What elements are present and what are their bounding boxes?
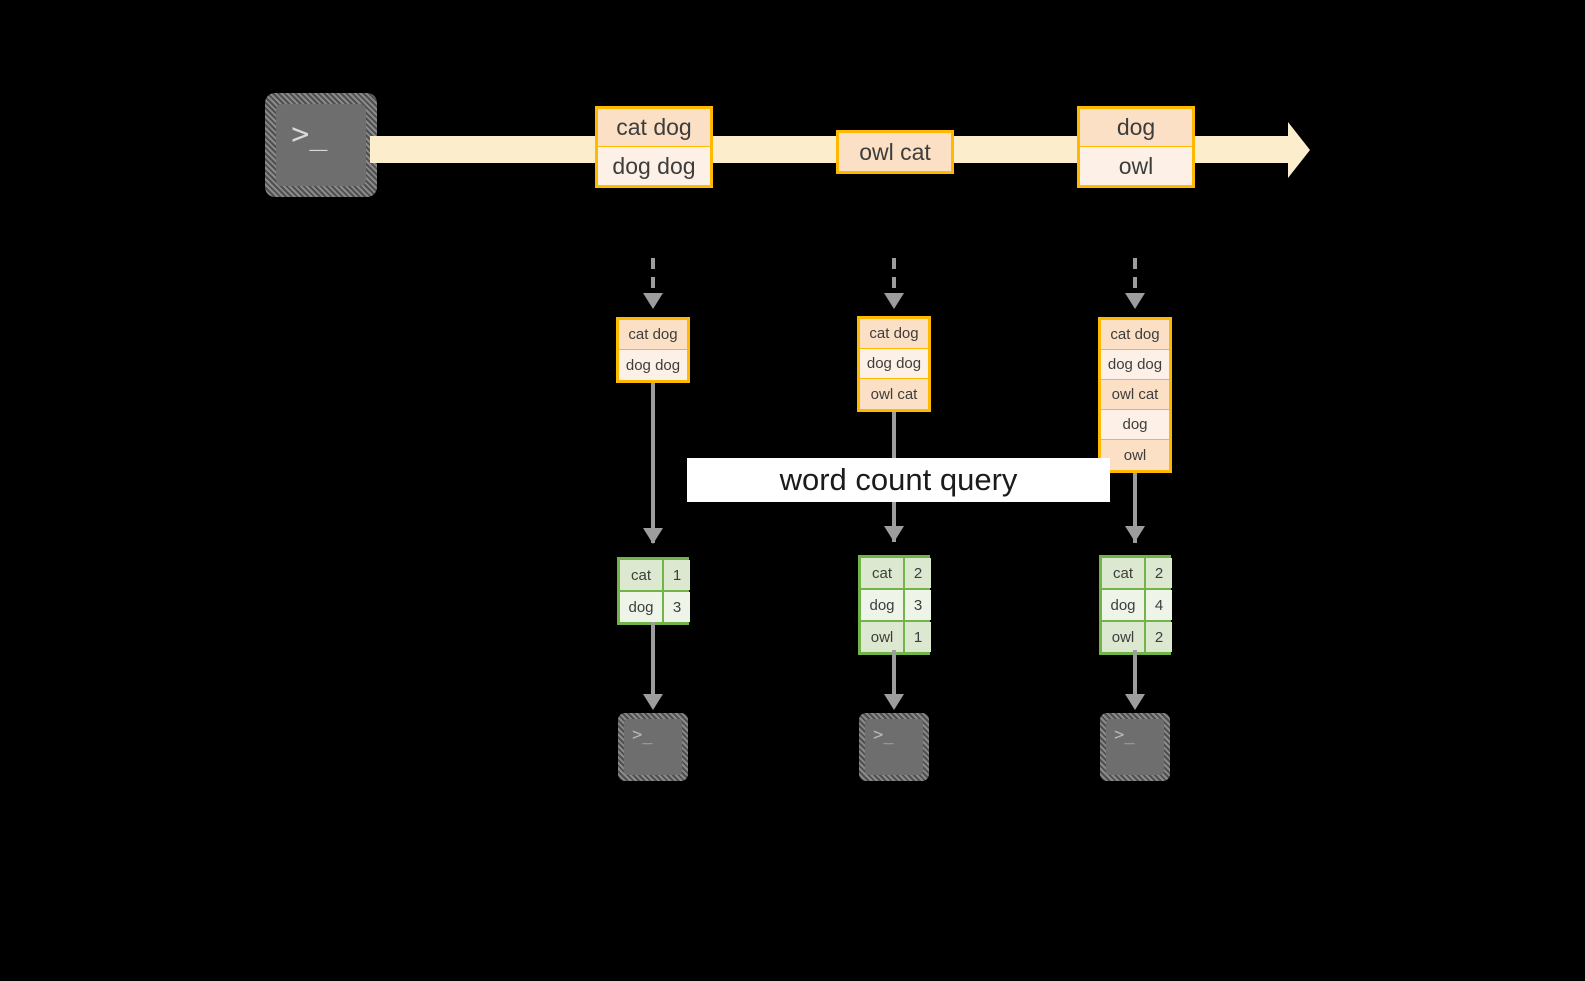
accumulated-line: dog dog <box>619 350 687 380</box>
accumulated-line: dog dog <box>860 349 928 379</box>
table-row: dog 4 <box>1102 590 1172 622</box>
stream-arrow-head <box>1288 122 1310 178</box>
terminal-screen: >_ <box>624 719 682 775</box>
result-word: dog <box>1102 590 1146 620</box>
message-line: owl cat <box>839 133 951 171</box>
snapshot-1-sink-connector <box>651 622 655 700</box>
snapshot-2-sink-terminal-icon: >_ <box>859 713 929 781</box>
result-count: 1 <box>664 560 690 590</box>
accumulated-line: dog dog <box>1101 350 1169 380</box>
result-count: 2 <box>1146 558 1172 588</box>
snapshot-2-dashed-arrow-head <box>884 293 904 309</box>
result-word: dog <box>620 592 664 622</box>
source-terminal-icon: >_ <box>265 93 377 197</box>
snapshot-3-sink-connector <box>1133 650 1137 700</box>
table-row: cat 2 <box>1102 558 1172 590</box>
result-count: 3 <box>905 590 931 620</box>
snapshot-1-sink-terminal-icon: >_ <box>618 713 688 781</box>
result-word: dog <box>861 590 905 620</box>
accumulated-line: cat dog <box>860 319 928 349</box>
snapshot-3-sink-arrow-head <box>1125 694 1145 710</box>
accumulated-line: cat dog <box>619 320 687 350</box>
terminal-screen: >_ <box>1106 719 1164 775</box>
result-word: owl <box>1102 622 1146 652</box>
snapshot-1-dashed-arrow-head <box>643 293 663 309</box>
stream-band-segment-3 <box>948 136 1080 163</box>
snapshot-3-dashed-arrow-head <box>1125 293 1145 309</box>
result-count: 2 <box>905 558 931 588</box>
table-row: dog 3 <box>620 592 690 622</box>
stream-message-batch-2: owl cat <box>836 130 954 174</box>
stream-band-segment-2 <box>706 136 842 163</box>
snapshot-1-sink-arrow-head <box>643 694 663 710</box>
message-line: owl <box>1080 147 1192 185</box>
table-row: cat 2 <box>861 558 931 590</box>
snapshot-1-result-table: cat 1 dog 3 <box>617 557 690 625</box>
stream-message-batch-3: dog owl <box>1077 106 1195 188</box>
snapshot-1-query-connector <box>651 383 655 543</box>
snapshot-2-dashed-connector <box>892 258 896 296</box>
result-word: cat <box>620 560 664 590</box>
message-line: cat dog <box>598 109 710 147</box>
stream-band-segment-1 <box>370 136 600 163</box>
terminal-prompt-glyph: >_ <box>632 725 653 746</box>
terminal-prompt-glyph: >_ <box>291 117 328 153</box>
snapshot-3-accumulated-stack: cat dog dog dog owl cat dog owl <box>1098 317 1172 473</box>
accumulated-line: cat dog <box>1101 320 1169 350</box>
terminal-prompt-glyph: >_ <box>873 725 894 746</box>
snapshot-3-query-connector <box>1133 473 1137 543</box>
snapshot-3-dashed-connector <box>1133 258 1137 296</box>
result-word: cat <box>861 558 905 588</box>
accumulated-line: owl <box>1101 440 1169 470</box>
query-label: word count query <box>687 458 1110 502</box>
accumulated-line: owl cat <box>860 379 928 409</box>
result-count: 4 <box>1146 590 1172 620</box>
result-word: cat <box>1102 558 1146 588</box>
snapshot-2-sink-connector <box>892 650 896 700</box>
snapshot-3-sink-terminal-icon: >_ <box>1100 713 1170 781</box>
snapshot-3-query-arrow-head <box>1125 526 1145 542</box>
table-row: dog 3 <box>861 590 931 622</box>
stream-band-segment-4 <box>1188 136 1292 163</box>
result-count: 2 <box>1146 622 1172 652</box>
snapshot-2-result-table: cat 2 dog 3 owl 1 <box>858 555 931 655</box>
message-line: dog <box>1080 109 1192 147</box>
table-row: cat 1 <box>620 560 690 592</box>
snapshot-1-dashed-connector <box>651 258 655 296</box>
result-word: owl <box>861 622 905 652</box>
snapshot-2-accumulated-stack: cat dog dog dog owl cat <box>857 316 931 412</box>
result-count: 3 <box>664 592 690 622</box>
terminal-prompt-glyph: >_ <box>1114 725 1135 746</box>
accumulated-line: owl cat <box>1101 380 1169 410</box>
table-row: owl 2 <box>1102 622 1172 652</box>
snapshot-3-result-table: cat 2 dog 4 owl 2 <box>1099 555 1172 655</box>
snapshot-1-accumulated-stack: cat dog dog dog <box>616 317 690 383</box>
message-line: dog dog <box>598 147 710 185</box>
snapshot-2-query-arrow-head <box>884 526 904 542</box>
terminal-screen: >_ <box>865 719 923 775</box>
result-count: 1 <box>905 622 931 652</box>
accumulated-line: dog <box>1101 410 1169 440</box>
stream-message-batch-1: cat dog dog dog <box>595 106 713 188</box>
terminal-screen: >_ <box>276 104 366 186</box>
snapshot-2-sink-arrow-head <box>884 694 904 710</box>
snapshot-1-query-arrow-head <box>643 528 663 544</box>
table-row: owl 1 <box>861 622 931 652</box>
